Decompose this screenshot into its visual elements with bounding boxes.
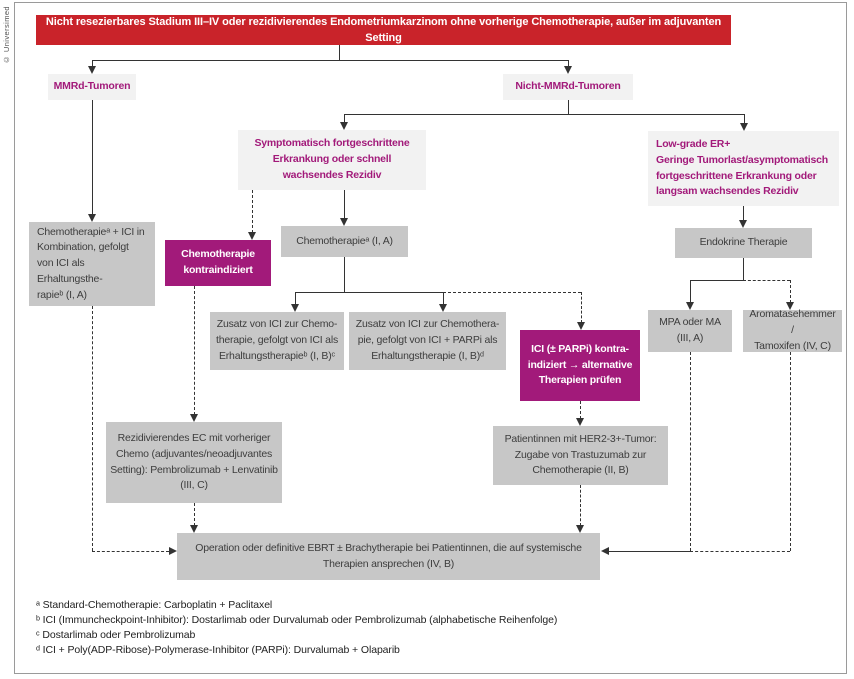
node-ici-contraindicated: ICI (± PARPi) kontra- indiziert → altern…: [520, 330, 640, 401]
node-chemotherapy: Chemotherapieᵃ (I, A): [281, 226, 408, 257]
arrowhead-down: [290, 304, 299, 312]
connector-dashed-line: [194, 503, 195, 526]
footnote-d: ᵈ ICI + Poly(ADP-Ribose)-Polymerase-Inhi…: [36, 644, 400, 656]
chart-border-frame: [14, 2, 847, 674]
connector-dashed-line: [252, 190, 253, 233]
node-endocrine-therapy: Endokrine Therapie: [675, 228, 812, 258]
connector-line: [443, 292, 444, 305]
footnote-a: ᵃ Standard-Chemotherapie: Carboplatin + …: [36, 599, 273, 611]
footnote-c: ᶜ Dostarlimab oder Pembrolizumab: [36, 629, 196, 641]
connector-line: [295, 292, 443, 293]
branch-low-grade-er: Low-grade ER+ Geringe Tumorlast/asymptom…: [648, 131, 839, 206]
node-mpa-ma: MPA oder MA (III, A): [648, 310, 732, 352]
node-chemo-ici-combination: Chemotherapieᵃ + ICI in Kombination, gef…: [29, 222, 155, 306]
arrowhead-down: [438, 304, 447, 312]
connector-dashed-line: [581, 292, 582, 323]
connector-dashed-line: [194, 286, 195, 415]
connector-dashed-line: [92, 306, 93, 551]
arrowhead-down: [576, 322, 585, 330]
connector-dashed-line: [690, 352, 691, 551]
connector-dashed-line: [443, 292, 581, 293]
node-chemo-contraindicated: Chemotherapie kontraindiziert: [165, 240, 271, 286]
node-operation-ebrt: Operation oder definitive EBRT ± Brachyt…: [177, 533, 600, 580]
connector-dashed-line: [580, 485, 581, 526]
connector-line: [92, 60, 568, 61]
arrowhead-down: [575, 525, 584, 533]
arrowhead-down: [189, 525, 198, 533]
node-ici-parpi-addition: Zusatz von ICI zur Chemothera- pie, gefo…: [349, 312, 506, 370]
footnote-b: ᵇ ICI (Immuncheckpoint-Inhibitor): Dosta…: [36, 614, 558, 626]
arrowhead-right: [169, 546, 177, 555]
connector-line: [743, 206, 744, 221]
arrowhead-down: [189, 414, 198, 422]
connector-line: [690, 280, 691, 303]
arrowhead-down: [785, 302, 794, 310]
connector-dashed-line: [580, 401, 581, 419]
connector-line: [690, 280, 743, 281]
node-recurrent-ec: Rezidivierendes EC mit vorheriger Chemo …: [106, 422, 282, 503]
arrowhead-down: [87, 66, 96, 74]
connector-dashed-line: [743, 280, 790, 281]
arrowhead-down: [685, 302, 694, 310]
connector-line: [92, 100, 93, 216]
connector-dashed-line: [92, 551, 169, 552]
connector-line: [295, 292, 296, 305]
branch-nicht-mmrd: Nicht-MMRd-Tumoren: [503, 74, 633, 100]
copyright-label: © Universimed: [2, 6, 11, 64]
connector-line: [344, 257, 345, 292]
node-aromatase-tamoxifen: Aromatasehemmer / Tamoxifen (IV, C): [743, 308, 842, 352]
connector-line: [568, 60, 569, 68]
arrowhead-down: [739, 123, 748, 131]
connector-line: [344, 114, 345, 123]
connector-line: [568, 100, 569, 114]
connector-line: [609, 551, 690, 552]
connector-dashed-line: [790, 352, 791, 551]
arrowhead-down: [87, 214, 96, 222]
connector-line: [743, 258, 744, 280]
title-banner: Nicht resezierbares Stadium III–IV oder …: [36, 15, 731, 45]
arrowhead-down: [339, 122, 348, 130]
connector-dashed-line: [790, 280, 791, 303]
footnotes-block: ᵃ Standard-Chemotherapie: Carboplatin + …: [36, 598, 557, 658]
branch-symptomatic-advanced: Symptomatisch fortgeschrittene Erkrankun…: [238, 130, 426, 190]
arrowhead-down: [738, 220, 747, 228]
connector-line: [344, 114, 744, 115]
branch-mmrd: MMRd-Tumoren: [48, 74, 136, 100]
node-ici-addition: Zusatz von ICI zur Chemo- therapie, gefo…: [210, 312, 344, 370]
arrowhead-down: [247, 232, 256, 240]
connector-dashed-line: [690, 551, 790, 552]
arrowhead-down: [339, 218, 348, 226]
connector-line: [92, 60, 93, 68]
arrowhead-left: [601, 546, 609, 555]
connector-line: [339, 45, 340, 60]
connector-line: [344, 190, 345, 219]
node-her2-trastuzumab: Patientinnen mit HER2-3+-Tumor: Zugabe v…: [493, 426, 668, 485]
connector-line: [744, 114, 745, 124]
arrowhead-down: [563, 66, 572, 74]
arrowhead-down: [575, 418, 584, 426]
